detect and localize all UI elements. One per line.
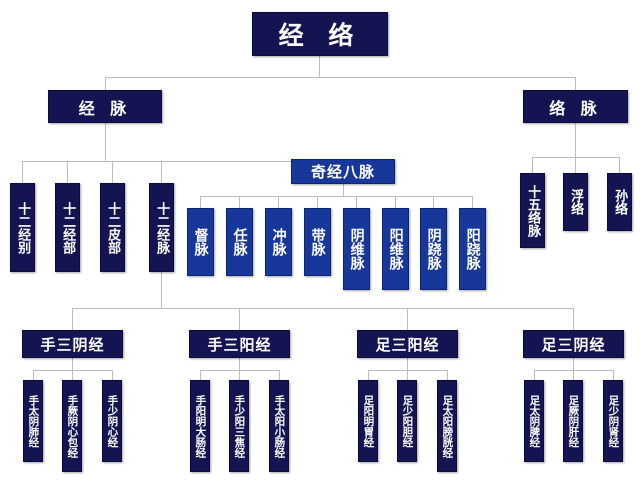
node-foot-shaoyang-gallbladder[interactable]: 足少阳胆经 [397,380,417,462]
connector-groups-bar [72,308,573,309]
connector-g1-down [72,358,73,370]
connector-g4-item-2 [573,370,574,380]
node-du-mai[interactable]: 督脉 [187,208,214,276]
connector-g2-item-1 [200,370,201,380]
node-twelve-jingbu[interactable]: 十二经部 [55,183,80,272]
connector-group-2 [239,308,240,330]
group-header-hand-three-yin[interactable]: 手三阴经 [22,330,123,358]
connector-g4-item-3 [613,370,614,380]
node-qijing-bamai[interactable]: 奇经八脉 [291,159,395,184]
node-foot-jueyin-liver[interactable]: 足厥阴肝经 [563,380,583,462]
connector-level2-bar [105,77,576,78]
node-hand-shaoyang-triple-burner[interactable]: 手少阳三焦经 [229,380,249,472]
connector-twelve-meridians-down [161,272,162,308]
diagram-title-node[interactable]: 经 络 [252,12,388,56]
node-foot-shaoyin-kidney[interactable]: 足少阴肾经 [603,380,623,462]
node-hand-taiyang-small-intestine[interactable]: 手太阳小肠经 [269,380,289,472]
connector-jingmai-child-3 [112,161,113,183]
connector-jingmai-children-bar [22,161,343,162]
connector-vessel-3 [278,196,279,208]
node-hand-shaoyin-heart[interactable]: 手少阴心经 [102,380,122,462]
connector-to-luomai [575,77,576,90]
connector-g2-item-2 [239,370,240,380]
node-dai-mai[interactable]: 带脉 [304,208,331,276]
node-fifteen-luomai[interactable]: 十五络脉 [520,173,545,248]
connector-luo-child-1 [532,157,533,173]
connector-luo-child-2 [575,157,576,173]
node-fu-luo[interactable]: 浮络 [563,173,588,231]
node-foot-taiyang-bladder[interactable]: 足太阳膀胱经 [437,380,457,472]
connector-jingmai-child-4 [161,161,162,183]
node-hand-taiyin-lung[interactable]: 手太阴肺经 [23,380,43,462]
connector-vessel-8 [472,196,473,208]
connector-g4-item-1 [534,370,535,380]
node-ren-mai[interactable]: 任脉 [226,208,253,276]
node-twelve-pibu[interactable]: 十二皮部 [100,183,125,272]
node-jingmai[interactable]: 经 脉 [48,90,162,123]
group-header-foot-three-yang[interactable]: 足三阳经 [357,330,458,358]
node-yangqiao-mai[interactable]: 阳跷脉 [459,208,486,290]
connector-qijing-down [343,184,344,196]
node-hand-yangming-large-intestine[interactable]: 手阳明大肠经 [190,380,210,472]
connector-luomai-down [575,123,576,157]
connector-g1-item-1 [33,370,34,380]
node-chong-mai[interactable]: 冲脉 [265,208,292,276]
node-sun-luo[interactable]: 孙络 [607,173,632,231]
connector-g1-item-3 [112,370,113,380]
node-yangwei-mai[interactable]: 阳维脉 [382,208,409,290]
connector-group-4 [573,308,574,330]
connector-g2-down [239,358,240,370]
connector-vessel-2 [239,196,240,208]
node-luomai[interactable]: 络 脉 [523,90,628,123]
connector-g3-down [407,358,408,370]
connector-jingmai-down [105,123,106,161]
connector-vessel-6 [395,196,396,208]
connector-luo-child-3 [619,157,620,173]
connector-vessel-7 [433,196,434,208]
connector-g1-item-2 [72,370,73,380]
node-foot-yangming-stomach[interactable]: 足阳明胃经 [358,380,378,462]
node-yinqiao-mai[interactable]: 阴跷脉 [420,208,447,290]
connector-vessel-4 [317,196,318,208]
connector-g4-down [573,358,574,370]
connector-g3-item-3 [447,370,448,380]
node-yinwei-mai[interactable]: 阴维脉 [343,208,370,290]
group-header-hand-three-yang[interactable]: 手三阳经 [189,330,290,358]
node-twelve-jingbie[interactable]: 十二经别 [10,183,35,272]
connector-vessel-1 [200,196,201,208]
connector-qijing-bar [200,196,472,197]
connector-g3-item-2 [407,370,408,380]
connector-group-1 [72,308,73,330]
group-header-foot-three-yin[interactable]: 足三阴经 [523,330,624,358]
connector-vessel-5 [356,196,357,208]
node-twelve-jingmai[interactable]: 十二经脉 [149,183,174,272]
connector-jingmai-child-1 [22,161,23,183]
connector-group-3 [407,308,408,330]
connector-g3-item-1 [368,370,369,380]
node-hand-jueyin-pericardium[interactable]: 手厥阴心包经 [62,380,82,472]
connector-g2-item-3 [279,370,280,380]
node-foot-taiyin-spleen[interactable]: 足太阴脾经 [524,380,544,462]
connector-to-jingmai [105,77,106,90]
connector-jingmai-child-2 [67,161,68,183]
connector-title-down [319,56,320,77]
